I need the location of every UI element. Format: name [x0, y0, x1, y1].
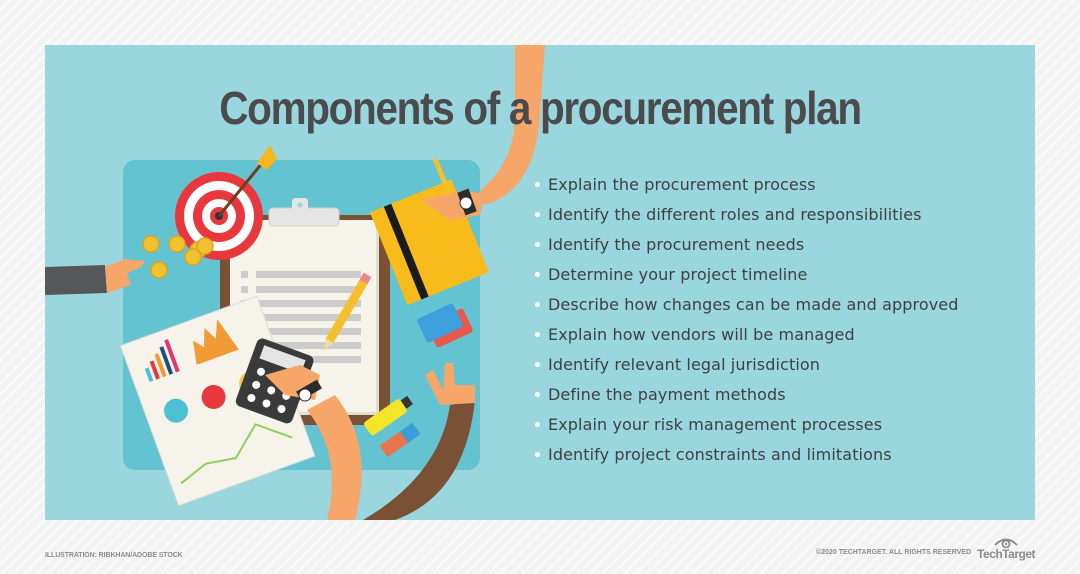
- list-item: Describe how changes can be made and app…: [535, 289, 959, 319]
- copyright-text: ©2020 TECHTARGET. ALL RIGHTS RESERVED: [816, 549, 972, 556]
- list-item: Identify project constraints and limitat…: [535, 439, 959, 469]
- bullet-icon: [535, 301, 540, 307]
- page-title: Components of a procurement plan: [219, 82, 862, 134]
- hand-bottom-icon: [265, 365, 362, 520]
- bullet-icon: [535, 331, 540, 337]
- list-item: Identify the procurement needs: [535, 229, 959, 259]
- eraser-icon: [380, 422, 421, 457]
- target-icon: [175, 145, 277, 260]
- bullet-icon: [535, 361, 540, 367]
- bullet-icon: [535, 421, 540, 427]
- list-item: Explain your risk management processes: [535, 409, 959, 439]
- list-item: Explain how vendors will be managed: [535, 319, 959, 349]
- list-item: Determine your project timeline: [535, 259, 959, 289]
- hand-right-icon: [363, 363, 475, 520]
- list-item-text: Identify the procurement needs: [548, 234, 805, 254]
- list-item: Identify relevant legal jurisdiction: [535, 349, 959, 379]
- credit-cards-icon: [417, 303, 473, 348]
- bullet-icon: [535, 181, 540, 187]
- footer-right: ©2020 TECHTARGET. ALL RIGHTS RESERVED Te…: [816, 536, 1035, 560]
- list-item-text: Identify relevant legal jurisdiction: [548, 354, 820, 374]
- components-list: Explain the procurement process Identify…: [535, 169, 959, 469]
- list-item-text: Explain how vendors will be managed: [548, 324, 855, 344]
- eye-icon: [994, 538, 1018, 548]
- procurement-illustration: [45, 45, 545, 520]
- techtarget-logo: TechTarget: [977, 536, 1035, 560]
- list-item-text: Describe how changes can be made and app…: [548, 294, 959, 314]
- pencil-icon: [323, 272, 372, 352]
- infographic-panel: Components of a procurement plan Explain…: [45, 45, 1035, 520]
- list-item-text: Determine your project timeline: [548, 264, 808, 284]
- bullet-icon: [535, 391, 540, 397]
- list-item-text: Define the payment methods: [548, 384, 786, 404]
- hand-left-icon: [45, 259, 145, 295]
- bullet-icon: [535, 451, 540, 457]
- list-item: Identify the different roles and respons…: [535, 199, 959, 229]
- logo-text: TechTarget: [977, 547, 1035, 561]
- bullet-icon: [535, 211, 540, 217]
- coins-icon: [142, 235, 214, 279]
- illustration-credit: ILLUSTRATION: RIBKHAN/ADOBE STOCK: [45, 552, 183, 559]
- highlighter-icon: [364, 395, 413, 436]
- list-item-text: Explain your risk management processes: [548, 414, 883, 434]
- list-item: Explain the procurement process: [535, 169, 959, 199]
- bullet-icon: [535, 241, 540, 247]
- list-item-text: Identify project constraints and limitat…: [548, 444, 892, 464]
- list-item-text: Explain the procurement process: [548, 174, 816, 194]
- bullet-icon: [535, 271, 540, 277]
- list-item: Define the payment methods: [535, 379, 959, 409]
- hand-top-icon: [420, 45, 545, 220]
- list-item-text: Identify the different roles and respons…: [548, 204, 922, 224]
